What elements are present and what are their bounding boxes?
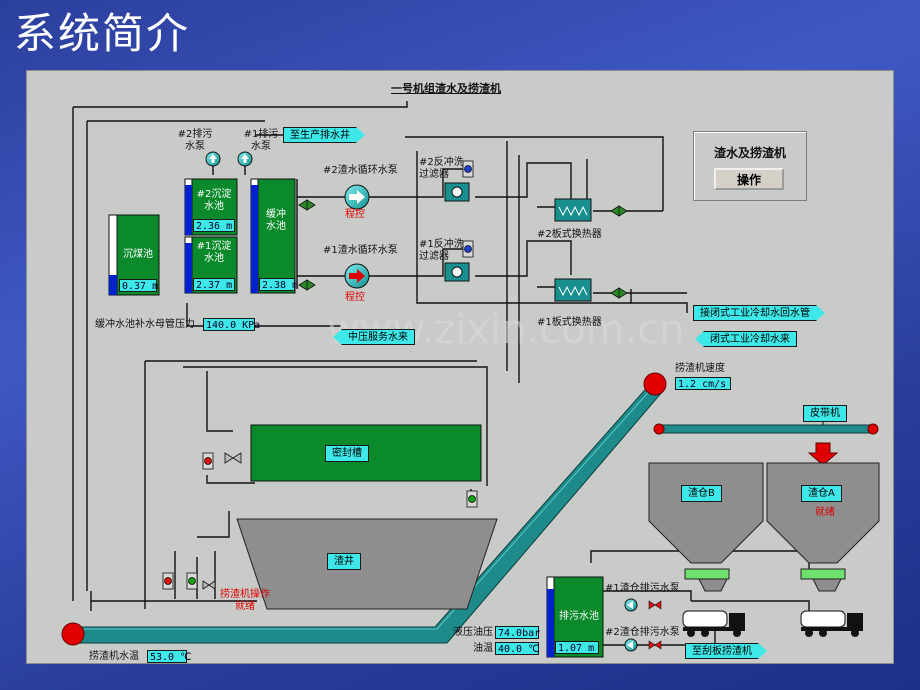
to-drain-well-tag: 至生产排水井 [283,127,365,143]
buffer-tank-label: 缓冲 水池 [266,209,286,232]
scraper-speed-value: 1.2 cm/s [675,377,731,390]
drain-pump-icons [205,151,253,167]
backwash-filter-2-label: #2反冲洗 过滤器 [419,157,464,180]
hydraulic-pressure-label: 液压油压 [453,627,493,638]
plate-heat-exchanger-2-label: #2板式换热器 [537,229,602,240]
circulation-pump-icons [344,184,370,289]
scraper-operation-status: 捞渣机操作 就绪 [220,589,270,612]
slide-title: 系统简介 [14,9,191,58]
sedimentation-tank-2-level: 2.36 m [193,219,235,232]
oil-temp-value: 40.0 ℃ [495,642,539,655]
filter-bodies [444,182,470,282]
operate-button[interactable]: 操作 [714,168,784,190]
diagram-title: 一号机组渣水及捞渣机 [391,82,501,95]
hydraulic-pressure-value: 74.0bar [495,626,540,639]
plate-heat-exchanger-1-label: #1板式换热器 [537,317,602,328]
control-panel-title: 渣水及捞渣机 [713,146,786,160]
process-diagram: www.zixin.com.cn [61,101,880,658]
silo-pump-icons [624,598,662,652]
conveyor-tail-wheel [61,622,85,646]
conveyor-head-wheel [643,372,667,396]
mid-pressure-water-tag: 中压服务水来 [333,329,415,345]
scraper-water-temp-value: 53.0 ℃ [147,650,191,663]
sedimentation-tank-2-label: #2沉淀 水池 [196,189,232,212]
drain-pump-2-label: #2排污 水泵 [177,129,213,152]
silo-a-label: 渣仓A [801,485,842,502]
cooling-supply-tag: 闭式工业冷却水来 [695,331,797,347]
silo-a-status: 就绪 [815,507,835,518]
buffer-tank-level: 2.38 m [259,278,298,291]
scraper-water-temp-label: 捞渣机水温 [89,651,139,662]
settling-tank-label: 沉煤池 [123,249,153,260]
slag-well-label: 渣井 [327,553,361,570]
silo-drain-pump-2-label: #2渣仓排污水泵 [605,627,680,638]
circulation-pump-2-label: #2渣水循环水泵 [323,165,398,176]
makeup-pressure-label: 缓冲水池补水母管压力 [95,319,195,330]
belt-conveyor-label: 皮带机 [803,405,847,422]
makeup-pressure-value: 140.0 KPa [203,318,260,331]
sedimentation-tank-1-level: 2.37 m [193,278,235,291]
circulation-pump-1-label: #1渣水循环水泵 [323,245,398,256]
drain-tank-label: 排污水池 [559,611,599,622]
settling-tank-level: 0.37 m [119,279,158,292]
hmi-panel: www.zixin.com.cn 一号机组渣水及捞渣机 渣水及捞渣机 操作 沉煤… [26,70,894,664]
drain-pump-1-label: #1排污 水泵 [243,129,279,152]
sedimentation-tank-1-label: #1沉淀 水池 [196,241,232,264]
heat-exchanger-bodies [554,198,592,302]
control-panel: 渣水及捞渣机 操作 [693,131,807,201]
pilot-valves [162,160,478,590]
silo-drain-pump-1-label: #1渣仓排污水泵 [605,583,680,594]
scraper-speed-label: 捞渣机速度 [675,363,725,374]
seal-tank-label: 密封槽 [325,445,369,462]
cooling-return-tag: 接闭式工业冷却水回水管 [693,305,825,321]
slag-well-hopper [236,518,498,610]
valves [202,199,628,590]
circulation-pump-1-mode: 程控 [345,292,365,303]
silo-bodies [648,462,880,592]
drain-tank-level: 1.07 m [555,641,599,654]
oil-temp-label: 油温 [473,643,493,654]
to-scraper-tag: 至刮板捞渣机 [685,643,767,659]
circulation-pump-2-mode: 程控 [345,209,365,220]
backwash-filter-1-label: #1反冲洗 过滤器 [419,239,464,262]
silo-b-label: 渣仓B [681,485,722,502]
truck-icon [682,610,863,637]
belt-conveyor [653,417,879,466]
